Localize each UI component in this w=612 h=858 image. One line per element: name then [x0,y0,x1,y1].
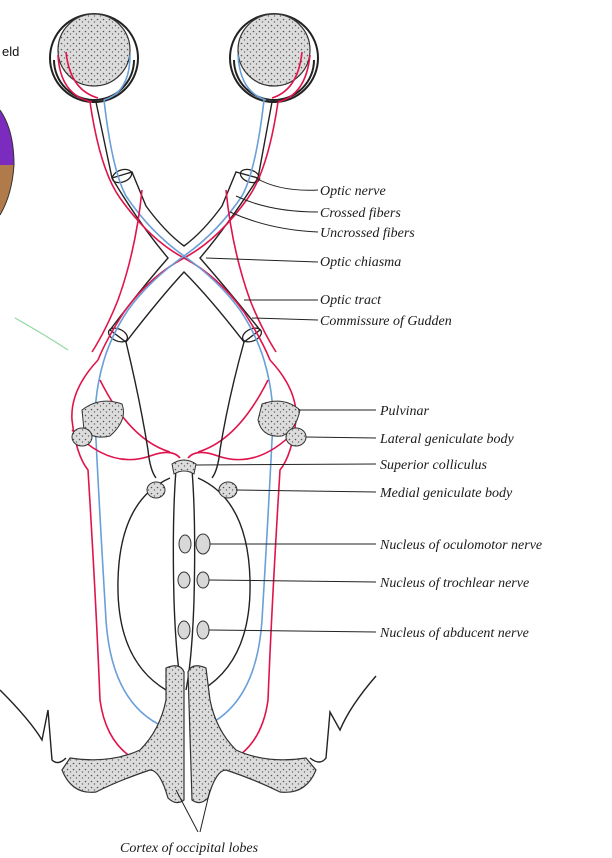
label-uncrossed-fibers: Uncrossed fibers [320,226,415,241]
superior-colliculus [171,459,197,475]
label-medial-geniculate-body: Medial geniculate body [379,486,513,501]
label-cortex-occipital: Cortex of occipital lobes [120,841,259,856]
right-eyeball [229,13,319,103]
label-nucleus-abducent: Nucleus of abducent nerve [379,626,529,641]
right-pulvinar [257,400,301,437]
fragment-text: eld [2,44,19,59]
left-lateral-geniculate-body [71,427,93,447]
left-pulvinar [81,400,124,438]
right-lateral-geniculate-body [285,427,307,447]
label-nucleus-oculomotor: Nucleus of oculomotor nerve [379,538,542,553]
optic-chiasma-outline [95,101,273,343]
label-nucleus-trochlear: Nucleus of trochlear nerve [379,576,529,591]
occipital-cortex [0,665,377,804]
label-crossed-fibers: Crossed fibers [320,206,401,221]
abducent-nuclei [177,620,210,640]
label-lateral-geniculate-body: Lateral geniculate body [379,432,515,447]
retinal-fibers [57,51,311,103]
left-eyeball [49,13,139,103]
leader-lines [175,177,377,833]
label-pulvinar: Pulvinar [379,404,430,419]
optic-fibers [89,99,279,361]
label-optic-nerve: Optic nerve [320,184,386,199]
trochlear-nuclei [177,571,210,589]
medial-geniculate-bodies [146,481,238,499]
labels: Optic nerve Crossed fibers Uncrossed fib… [120,184,542,856]
overlay-purple-sector [0,110,14,165]
overlay-fragment: eld [0,44,69,351]
label-optic-tract: Optic tract [320,293,382,308]
overlay-green-line [14,317,69,351]
overlay-brown-sector [0,165,14,215]
label-optic-chiasma: Optic chiasma [320,255,401,270]
label-superior-colliculus: Superior colliculus [380,458,487,473]
overlay-outline [0,109,15,216]
oculomotor-nuclei [178,533,211,555]
label-commissure-of-gudden: Commissure of Gudden [320,314,452,329]
